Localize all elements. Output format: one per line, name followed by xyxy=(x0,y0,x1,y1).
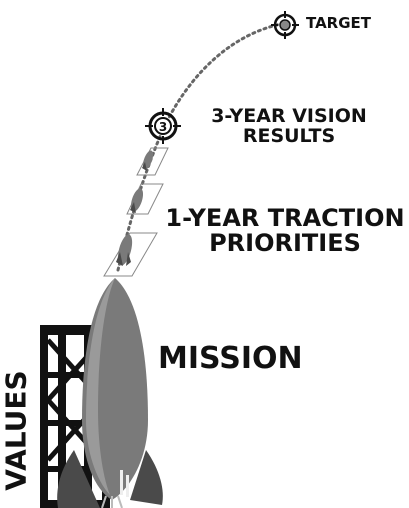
vision-label: 3-YEAR VISION RESULTS xyxy=(196,105,382,147)
traction-label-line2: PRIORITIES xyxy=(209,229,361,258)
traction-label: 1-YEAR TRACTION PRIORITIES xyxy=(160,204,409,258)
vision-label-line1: 3-YEAR VISION xyxy=(211,105,367,127)
small-rocket-icon-3 xyxy=(142,150,154,171)
crosshair-icon: 3 xyxy=(145,108,181,144)
small-rocket-icon-2 xyxy=(130,188,144,213)
values-label: VALUES xyxy=(0,370,33,491)
rocket-icon xyxy=(57,278,163,508)
target-label: TARGET xyxy=(306,14,372,32)
vision-label-line2: RESULTS xyxy=(242,124,336,147)
vision-marker-number: 3 xyxy=(159,120,167,134)
target-icon xyxy=(271,11,299,39)
mission-label: MISSION xyxy=(158,341,303,376)
traction-label-line1: 1-YEAR TRACTION xyxy=(165,204,405,232)
small-rocket-icon-1 xyxy=(116,234,133,266)
